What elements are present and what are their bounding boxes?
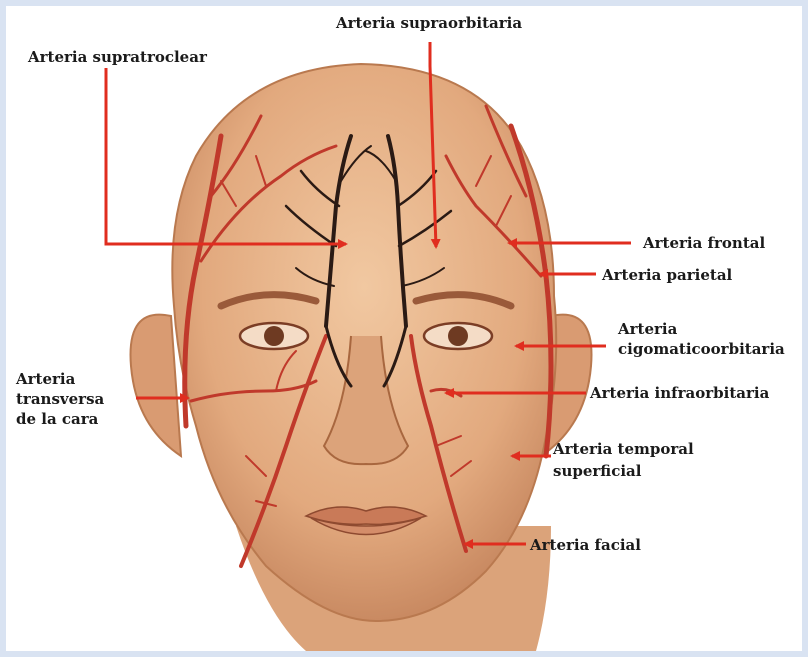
label-transversa-line2: transversa [16,390,104,408]
label-parietal: Arteria parietal [602,266,732,284]
face-illustration [6,6,802,651]
label-cigomatico-line2: cigomaticoorbitaria [618,340,785,358]
label-facial: Arteria facial [530,536,641,554]
label-transversa-line1: Arteria [16,370,75,388]
diagram-canvas: Arteria supraorbitaria Arteria supratroc… [6,6,802,651]
left-iris [264,326,284,346]
label-frontal: Arteria frontal [643,234,765,252]
label-temporal-line1: Arteria temporal [553,440,694,458]
label-transversa-line3: de la cara [16,410,98,428]
label-cigomatico-line1: Arteria [618,320,677,338]
label-supraorbitaria: Arteria supraorbitaria [336,14,522,32]
label-temporal-line2: superficial [553,462,641,480]
label-supratroclear: Arteria supratroclear [28,48,207,66]
right-iris [448,326,468,346]
left-ear [131,315,182,456]
label-infraorbitaria: Arteria infraorbitaria [590,384,769,402]
